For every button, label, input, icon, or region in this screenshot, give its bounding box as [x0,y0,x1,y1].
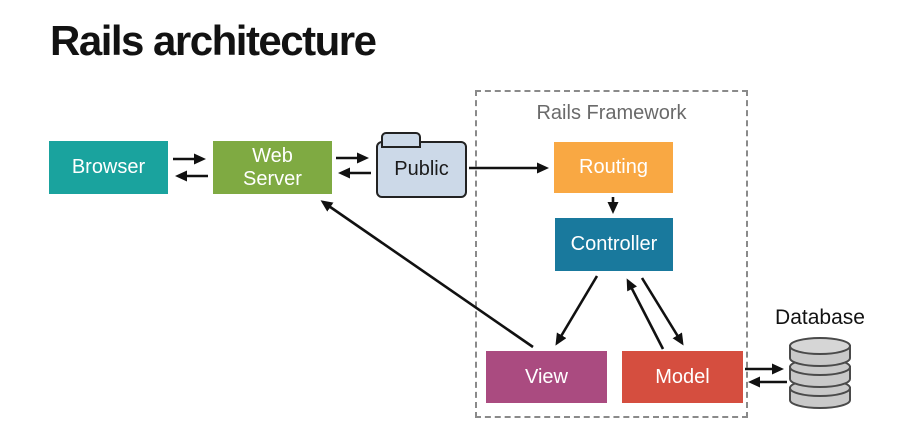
node-public-label: Public [394,158,449,180]
folder-tab-icon [381,132,421,148]
node-routing: Routing [554,142,673,193]
rails-framework-label: Rails Framework [536,102,687,124]
database-label: Database [775,306,865,329]
node-controller-label: Controller [570,233,658,256]
node-model-label: Model [655,365,710,388]
database-icon [789,337,851,409]
node-view-label: View [525,365,568,388]
node-view: View [486,351,607,403]
page-title: Rails architecture [50,17,377,64]
node-routing-label: Routing [579,156,648,179]
node-web-server-label: Web Server [243,145,302,190]
node-web-server: Web Server [213,141,332,194]
node-browser: Browser [49,141,168,194]
node-public-folder: Public [376,132,467,198]
node-model: Model [622,351,743,403]
node-browser-label: Browser [71,156,146,179]
node-controller: Controller [555,218,673,271]
